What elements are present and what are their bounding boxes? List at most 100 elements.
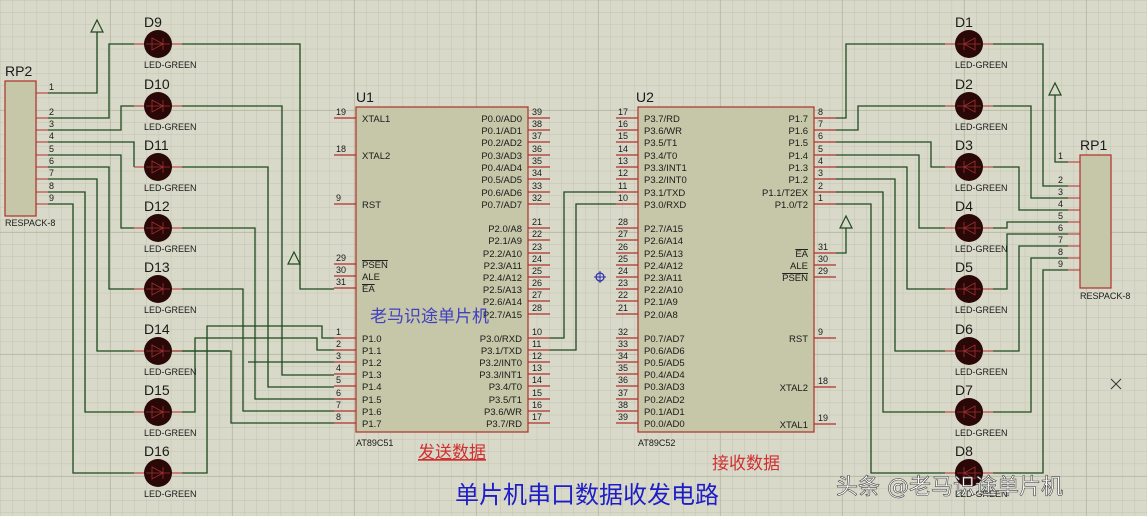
u1-chip[interactable]: U1AT89C5119XTAL118XTAL29RST29PSEN30ALE31… [334,89,550,448]
pin-name: P1.7 [788,114,808,125]
diode-symbol-icon [957,99,981,113]
wire [182,166,334,388]
pin-number: 9 [1058,259,1063,269]
pin-name: P0.2/AD2 [481,138,522,149]
wire [993,269,1068,474]
pin-name: P2.2/A10 [644,285,683,296]
led-part: LED-GREEN [955,305,1008,315]
pin-name: P3.0/RXD [644,200,686,211]
pin-name: PSEN [782,273,808,284]
pin-number: 12 [618,168,628,178]
pin-name: ALE [362,272,380,283]
pin-name: P1.0/T2 [775,200,808,211]
pin-number: 30 [818,254,828,264]
led-part: LED-GREEN [144,60,197,70]
led-ref: D5 [955,259,973,275]
pin-number: 21 [532,217,542,227]
pin-name: ALE [790,261,808,272]
pin-number: 35 [618,363,628,373]
pin-number: 22 [532,229,542,239]
u2-chip[interactable]: U2AT89C5217P3.7/RD16P3.6/WR15P3.5/T114P3… [616,89,836,448]
pin-name: P1.3 [362,370,382,381]
send-data-label: 发送数据 [418,443,486,463]
pin-number: 35 [532,156,542,166]
pin-number: 10 [618,193,628,203]
pin-name: P0.4/AD4 [481,163,522,174]
pin-name: P0.4/AD4 [644,370,685,381]
pin-name: P2.4/A12 [483,273,522,284]
pin-name: XTAL2 [780,383,808,394]
pin-number: 38 [532,119,542,129]
u2-body [637,106,815,433]
power-terminal-icon [287,250,301,265]
pin-number: 13 [532,363,542,373]
rp1-part: RESPACK-8 [1080,291,1130,301]
wire [836,166,945,290]
led-part: LED-GREEN [144,183,197,193]
origin-marker-icon [594,271,606,283]
pin-name: P2.3/A11 [644,273,682,284]
pin-name: P2.4/A12 [644,261,683,272]
led-ref: D4 [955,198,973,214]
pin-name: P3.1/TXD [481,346,522,357]
pin-number: 1 [336,327,341,337]
led-ref: D10 [144,76,170,92]
pin-name: P0.3/AD3 [481,151,522,162]
pin-number: 5 [49,144,54,154]
led-ref: D11 [144,137,169,153]
pin-number: 34 [618,351,628,361]
pin-name: P1.1/T2EX [762,188,809,199]
led-ref: D14 [144,321,170,337]
wire [993,43,1068,187]
wire [1054,95,1068,163]
center-watermark: 老马识途单片机 [370,307,489,327]
source-watermark: 头条 @老马识途单片机 [836,475,1063,500]
wire [48,166,134,290]
pin-name: P2.7/A15 [644,224,683,235]
wire [993,257,1068,413]
pin-number: 3 [49,119,54,129]
pin-number: 16 [532,400,542,410]
wire [836,154,945,229]
pin-name: P3.4/T0 [489,382,522,393]
diode-symbol-icon [957,466,981,480]
pin-number: 26 [532,278,542,288]
pin-name: XTAL1 [780,420,808,431]
pin-number: 28 [532,303,542,313]
wire-u1-rxd-u2-txd [550,191,616,339]
pin-number: 7 [336,400,341,410]
pin-number: 8 [336,412,341,422]
led-ref: D15 [144,382,170,398]
pin-name: P1.6 [788,126,808,137]
pin-number: 6 [1058,223,1063,233]
pin-name: P2.0/A8 [644,310,678,321]
pin-number: 18 [336,144,346,154]
pin-number: 37 [618,388,628,398]
pin-number: 22 [618,290,628,300]
diode-symbol-icon [146,405,170,419]
diode-symbol-icon [957,344,981,358]
receive-data-label: 接收数据 [712,454,780,474]
pin-number: 21 [618,303,628,313]
wire [993,166,1068,211]
pin-number: 9 [818,327,823,337]
